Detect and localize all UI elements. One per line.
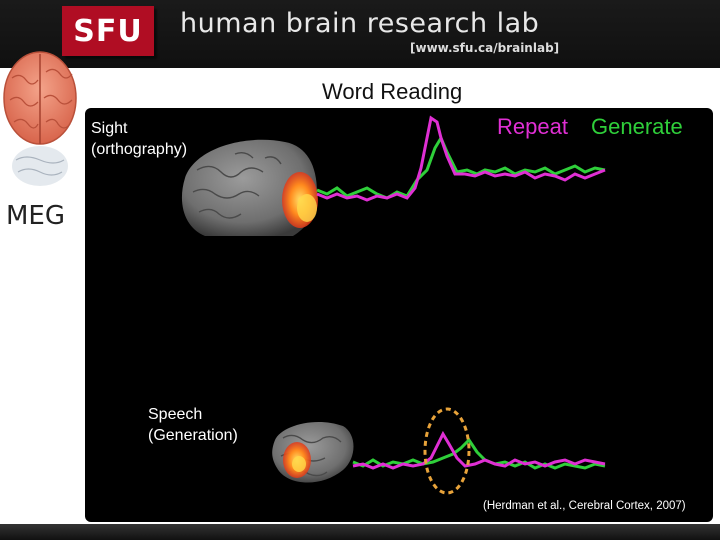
- sight-generate-trace: [316, 134, 606, 200]
- meg-figure-graphics: [181, 115, 606, 495]
- footer-bar: [0, 524, 720, 540]
- meg-label: MEG: [0, 196, 78, 236]
- speech-repeat-trace: [352, 430, 606, 470]
- lab-url: [www.sfu.ca/brainlab]: [410, 41, 560, 55]
- sight-waveforms: [316, 115, 606, 202]
- sfu-logo: SFU: [62, 6, 154, 56]
- citation: (Herdman et al., Cerebral Cortex, 2007): [483, 500, 686, 512]
- speech-waveforms: [352, 407, 606, 495]
- brain-scan-speech-icon: [271, 419, 354, 483]
- highlight-circle: [423, 407, 471, 495]
- brain-scan-sight-icon: [181, 139, 318, 236]
- speech-generation-label: Speech (Generation): [148, 404, 238, 446]
- meg-figure-panel: Sight (orthography) Speech (Generation) …: [85, 108, 713, 522]
- sight-orthography-label: Sight (orthography): [91, 118, 187, 160]
- brain-illustration-icon: [3, 51, 77, 186]
- lab-title: human brain research lab: [180, 8, 540, 39]
- slide-title: Word Reading: [322, 79, 463, 104]
- sight-label-text: Sight (orthography): [91, 120, 188, 158]
- speech-generate-trace: [352, 437, 606, 470]
- legend-repeat: Repeat: [497, 114, 568, 139]
- speech-label-text: Speech (Generation): [148, 406, 238, 444]
- header-banner: SFU human brain research lab [www.sfu.ca…: [0, 0, 720, 68]
- sight-repeat-trace: [316, 115, 606, 202]
- legend-generate: Generate: [591, 114, 683, 139]
